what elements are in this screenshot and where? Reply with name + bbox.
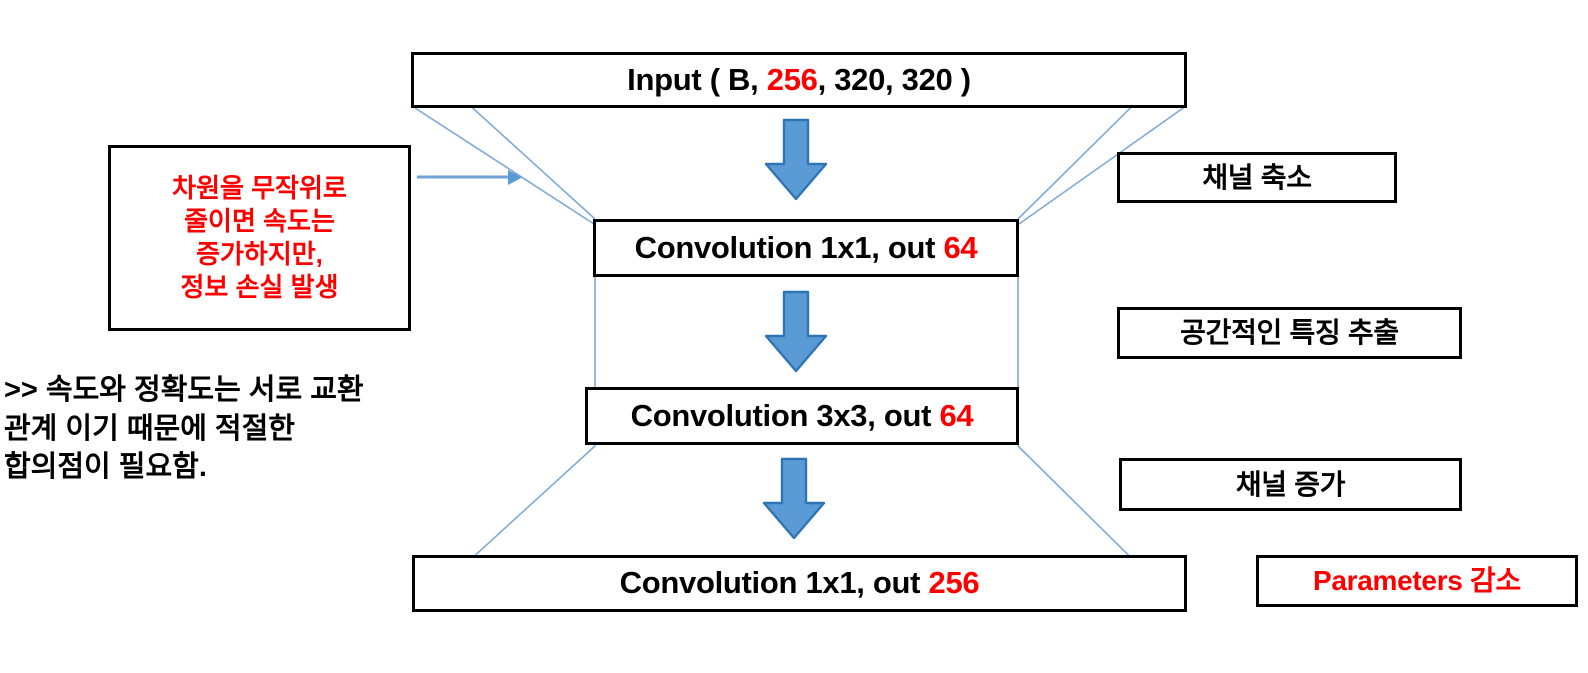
note-parameters-reduced-label: Parameters 감소: [1313, 565, 1521, 597]
note-channel-reduce-box: 채널 축소: [1117, 152, 1397, 203]
input-label: Input ( B, 256, 320, 320 ): [627, 61, 971, 97]
arrow-conv1-to-conv2-icon: [764, 290, 828, 373]
note-channel-reduce-label: 채널 축소: [1202, 161, 1312, 193]
arrow-input-to-conv1-icon: [764, 118, 828, 201]
tradeoff-note-text: >> 속도와 정확도는 서로 교환 관계 이기 때문에 적절한 합의점이 필요함…: [4, 374, 364, 484]
warning-line-3: 증가하지만,: [196, 239, 323, 269]
warning-line-2: 줄이면 속도는: [184, 205, 335, 236]
arrow-conv2-to-output-icon: [762, 457, 826, 540]
note-channel-increase-box: 채널 증가: [1119, 458, 1462, 511]
warning-line-1: 차원을 무작위로: [172, 172, 347, 203]
conv1-label: Convolution 1x1, out 64: [634, 229, 978, 265]
warning-callout-box: 차원을 무작위로 줄이면 속도는 증가하지만, 정보 손실 발생: [108, 145, 411, 331]
note-channel-increase-label: 채널 증가: [1235, 468, 1346, 500]
conv1x1-reduce-box: Convolution 1x1, out 64: [593, 219, 1019, 277]
input-tensor-box: Input ( B, 256, 320, 320 ): [411, 52, 1187, 108]
conv2-out-channels-value: 64: [939, 397, 974, 433]
note-parameters-reduced-box: Parameters 감소: [1256, 555, 1578, 607]
callout-pointer-arrow: [417, 170, 522, 185]
note-spatial-feature-label: 공간적인 특징 추출: [1180, 317, 1399, 349]
wire-cross-upper-left: [411, 105, 595, 225]
input-channels-value: 256: [766, 61, 818, 97]
output-out-channels-value: 256: [928, 565, 980, 601]
conv1-out-channels-value: 64: [943, 229, 978, 265]
conv2-label: Convolution 3x3, out 64: [630, 397, 974, 433]
note-spatial-feature-box: 공간적인 특징 추출: [1117, 307, 1462, 359]
output-label: Convolution 1x1, out 256: [619, 565, 980, 601]
warning-line-4: 정보 손실 발생: [180, 272, 339, 303]
conv1x1-expand-box: Convolution 1x1, out 256: [412, 555, 1187, 612]
conv3x3-spatial-box: Convolution 3x3, out 64: [585, 387, 1019, 445]
